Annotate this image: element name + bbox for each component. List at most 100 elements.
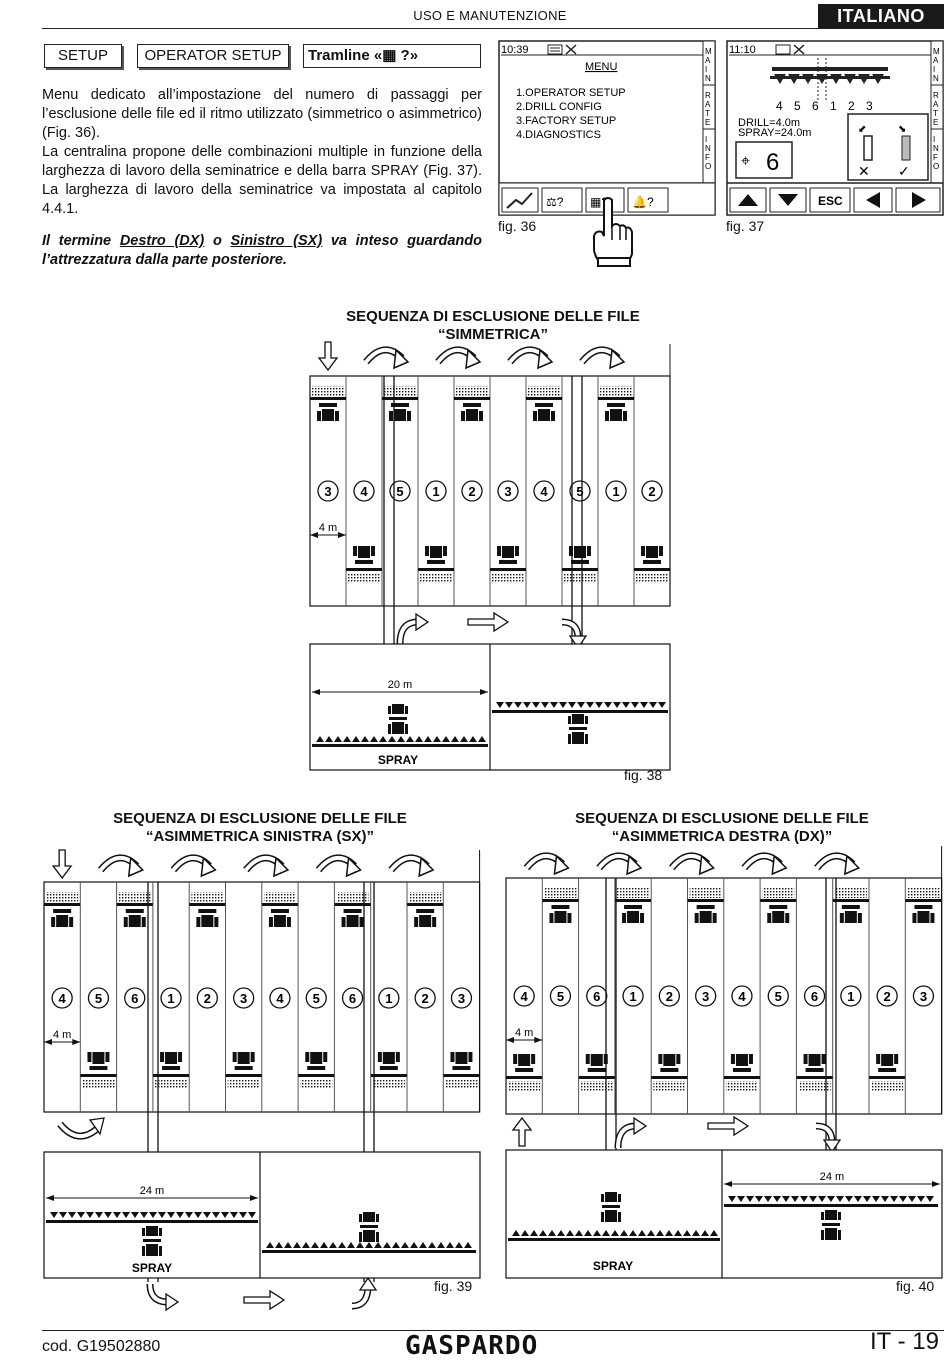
dimension-label: 20 m (388, 679, 412, 691)
row-number-badge (425, 480, 447, 502)
breadcrumb-tramline: Tramline «▦ ?» (303, 44, 481, 68)
screen37-drill: DRILL=4.0m (738, 117, 800, 129)
row-number-badge (353, 480, 375, 502)
seeder-tractor (562, 546, 598, 583)
seeder-tractor (634, 546, 670, 583)
seeder-tractor (526, 386, 562, 421)
row-number: 2 (648, 484, 655, 499)
row-number-badge (497, 480, 519, 502)
seeder-tractor (310, 386, 346, 421)
row-number: 3 (702, 989, 709, 1004)
svg-text:🔔?: 🔔? (632, 195, 654, 209)
row-number-badge (912, 985, 935, 1007)
menu-item[interactable]: 3.FACTORY SETUP (516, 115, 616, 127)
note-sx: Sinistro (SX) (230, 233, 323, 249)
menu-item[interactable]: 4.DIAGNOSTICS (516, 129, 601, 141)
seeder-tractor (346, 546, 382, 583)
caption-fig37: fig. 37 (726, 218, 765, 234)
row-number: 5 (95, 991, 102, 1006)
dimension-label: 24 m (140, 1185, 164, 1197)
row-number: 5 (775, 989, 782, 1004)
breadcrumb-operator-setup: OPERATOR SETUP (137, 44, 289, 68)
row-number: 4 (738, 989, 746, 1004)
row-number: 5 (557, 989, 564, 1004)
fig38-title: SEQUENZA DI ESCLUSIONE DELLE FILE “SIMME… (346, 308, 640, 343)
scale-icon[interactable] (541, 187, 583, 213)
fig40-title: SEQUENZA DI ESCLUSIONE DELLE FILE “ASIMM… (575, 810, 869, 845)
seeder-tractor (189, 892, 226, 927)
row-number-badge (450, 987, 473, 1009)
pointing-hand-icon (593, 197, 633, 267)
screen37-time: 11:10 (729, 44, 756, 56)
seeder-tractor (796, 1054, 833, 1091)
row-number: 6 (593, 989, 600, 1004)
svg-text:✕: ✕ (858, 163, 870, 179)
brand-logo: GASPARDO (405, 1331, 539, 1361)
row-number-badge (269, 987, 291, 1009)
screen36-menu-title: MENU (585, 61, 617, 73)
seeder-tractor (490, 546, 526, 583)
svg-text:⬋: ⬋ (858, 124, 866, 135)
caption-fig40: fig. 40 (896, 1278, 935, 1294)
svg-text:A: A (933, 100, 939, 109)
row-number-badge (513, 985, 535, 1007)
svg-text:A: A (933, 56, 939, 65)
row-number: 6 (131, 991, 138, 1006)
value-box[interactable] (735, 141, 793, 179)
row-number-badge (533, 480, 555, 502)
svg-text:O: O (933, 162, 939, 171)
svg-text:O: O (705, 162, 711, 171)
row-number-badge (461, 480, 483, 502)
spray-label: SPRAY (378, 753, 418, 767)
row-number: 4 (540, 484, 548, 499)
row-number: 4 (276, 991, 284, 1006)
dimension-label: 4 m (515, 1027, 533, 1039)
paragraph-combinations: La centralina propone delle combinazioni… (42, 144, 482, 217)
row-number-badge (549, 985, 572, 1007)
caption-fig39: fig. 39 (434, 1278, 473, 1294)
seeder-tractor (382, 386, 418, 421)
row-number-badge (803, 985, 826, 1007)
row-number: 4 (59, 991, 67, 1006)
paragraph-menu: Menu dedicato all’impostazione del numer… (42, 87, 482, 141)
row-number: 1 (847, 989, 854, 1004)
svg-text:T: T (705, 109, 710, 118)
row-number-badge (694, 985, 717, 1007)
svg-text:E: E (705, 118, 710, 127)
svg-text:✓: ✓ (898, 163, 910, 179)
menu-item[interactable]: 2.DRILL CONFIG (516, 101, 602, 113)
seeder-tractor (687, 888, 724, 923)
screen37-rows: 4 5 6 1 2 3 (776, 99, 877, 113)
svg-text:I: I (933, 135, 935, 144)
bell-icon[interactable] (627, 187, 669, 213)
svg-text:F: F (705, 153, 710, 162)
svg-text:A: A (705, 100, 711, 109)
tools-icon[interactable] (501, 187, 539, 213)
dimension-label: 24 m (820, 1171, 844, 1183)
row-number: 2 (468, 484, 475, 499)
row-number: 1 (385, 991, 392, 1006)
row-number: 1 (629, 989, 636, 1004)
screen36-time: 10:39 (501, 44, 529, 56)
esc-button[interactable] (809, 187, 851, 213)
menu-item[interactable]: 1.OPERATOR SETUP (516, 87, 626, 99)
row-number-badge (840, 985, 862, 1007)
seeder-tractor (905, 888, 942, 923)
row-number-badge (389, 480, 411, 502)
seeder-tractor (723, 1054, 760, 1091)
seeder-tractor (869, 1054, 906, 1091)
svg-text:F: F (933, 153, 938, 162)
row-number-badge (605, 480, 627, 502)
svg-text:N: N (705, 74, 711, 83)
seeder-tractor (116, 892, 153, 927)
row-number-badge (731, 985, 753, 1007)
screen-fig36: 10:39 MENU 1.OPERATOR SETUP 2.DRILL CONFI… (498, 40, 716, 216)
seeder-tractor (832, 888, 869, 923)
spray-label: SPRAY (593, 1259, 633, 1273)
seeder-tractor (506, 1054, 543, 1091)
row-number: 2 (422, 991, 429, 1006)
row-number-badge (196, 987, 219, 1009)
caption-fig38: fig. 38 (624, 767, 663, 783)
